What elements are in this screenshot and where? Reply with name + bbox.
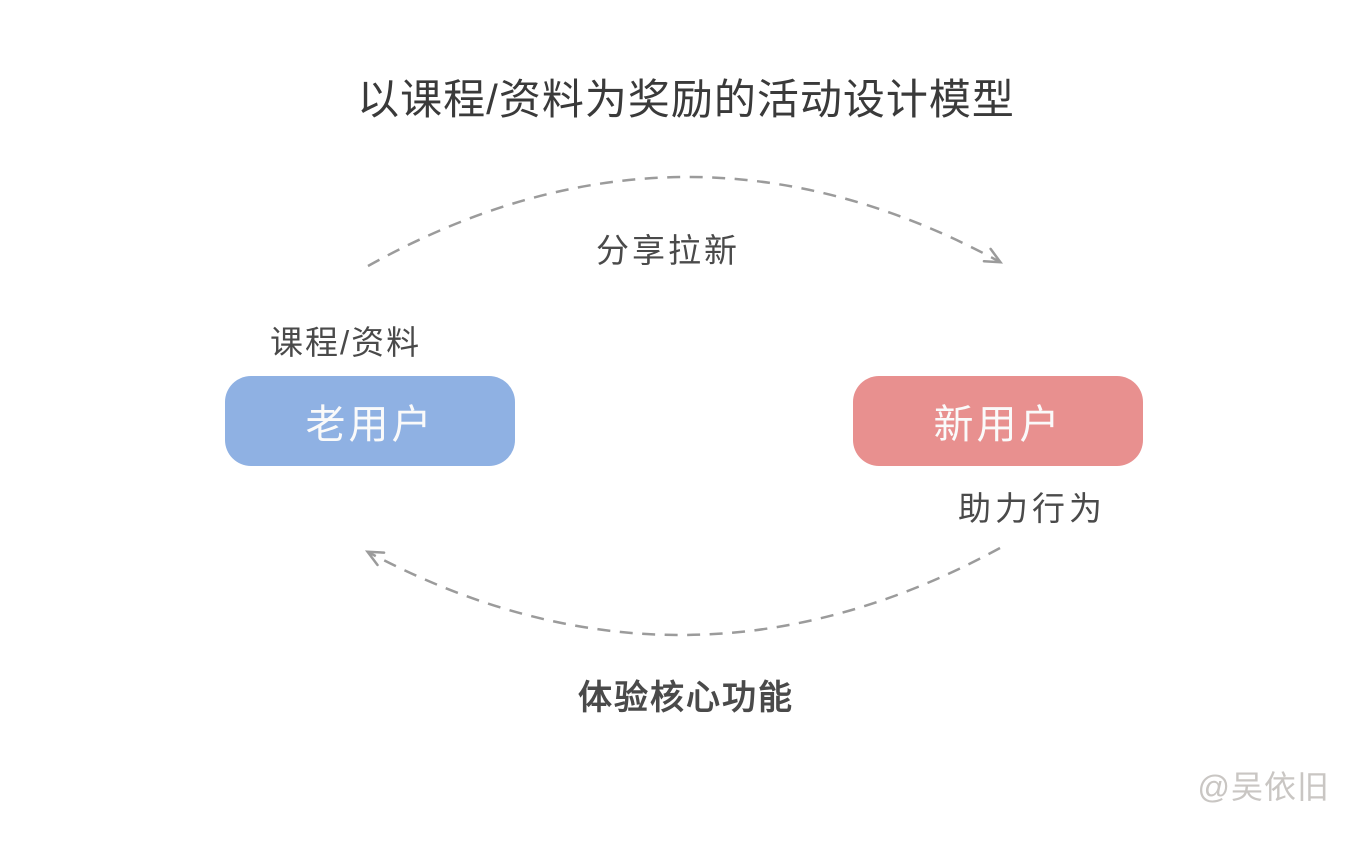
page-title: 以课程/资料为奖励的活动设计模型 [357, 76, 1015, 123]
old-user-annotation: 课程/资料 [270, 324, 422, 361]
experience-core-arrow-curve [364, 546, 1001, 637]
old-user-node-label: 老用户 [305, 403, 435, 447]
old-user-node: 老用户 [225, 376, 515, 466]
author-watermark: @吴依旧 [1197, 769, 1330, 805]
new-user-annotation: 助力行为 [958, 490, 1106, 527]
new-user-node-label: 新用户 [933, 403, 1063, 447]
new-user-node: 新用户 [853, 376, 1143, 466]
bottom-arrow-label: 体验核心功能 [578, 679, 794, 717]
top-arrow-label: 分享拉新 [596, 232, 740, 269]
